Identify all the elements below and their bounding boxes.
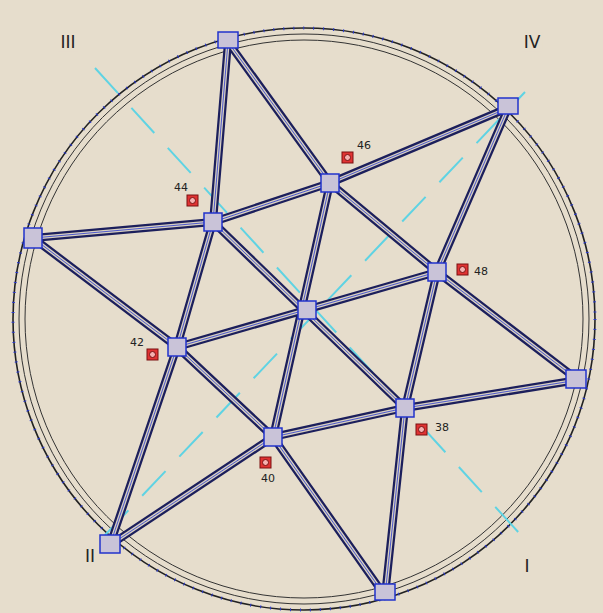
joint-plate bbox=[100, 535, 120, 553]
joint-plate bbox=[498, 98, 518, 114]
joint-plate bbox=[204, 213, 222, 231]
joint-plate bbox=[298, 301, 316, 319]
joint-plate bbox=[428, 263, 446, 281]
sensor-markers bbox=[147, 152, 468, 468]
sensor-marker bbox=[457, 264, 468, 275]
ring-middle bbox=[19, 34, 589, 604]
sensor-marker bbox=[147, 349, 158, 360]
section-label: III bbox=[58, 33, 77, 52]
sensor-marker bbox=[260, 457, 271, 468]
outer-ring bbox=[13, 28, 595, 610]
callout-number: 44 bbox=[172, 182, 190, 194]
joint-plate bbox=[24, 228, 42, 248]
ring-outer bbox=[13, 28, 595, 610]
joint-plate bbox=[168, 338, 186, 356]
joint-plate bbox=[396, 399, 414, 417]
section-label: I bbox=[522, 557, 531, 576]
axis-line bbox=[95, 68, 530, 545]
ring-inner bbox=[25, 40, 583, 598]
ring-marks bbox=[13, 28, 595, 610]
joint-plate bbox=[264, 428, 282, 446]
truss-centerline bbox=[33, 42, 578, 596]
callout-number: 42 bbox=[128, 337, 146, 349]
axis-lines bbox=[95, 68, 530, 545]
sensor-marker bbox=[416, 424, 427, 435]
joint-plate bbox=[566, 370, 586, 388]
joints bbox=[24, 32, 586, 600]
callout-number: 38 bbox=[433, 422, 451, 434]
truss-members-inner bbox=[33, 42, 578, 596]
callout-number: 46 bbox=[355, 140, 373, 152]
joint-plate bbox=[321, 174, 339, 192]
section-label: II bbox=[83, 547, 97, 566]
section-label: IV bbox=[522, 33, 543, 52]
truss-members bbox=[33, 42, 578, 596]
callout-number: 48 bbox=[472, 266, 490, 278]
joint-plate bbox=[375, 584, 395, 600]
sensor-marker bbox=[342, 152, 353, 163]
sensor-marker bbox=[187, 195, 198, 206]
joint-plate bbox=[218, 32, 238, 48]
callout-number: 40 bbox=[259, 473, 277, 485]
